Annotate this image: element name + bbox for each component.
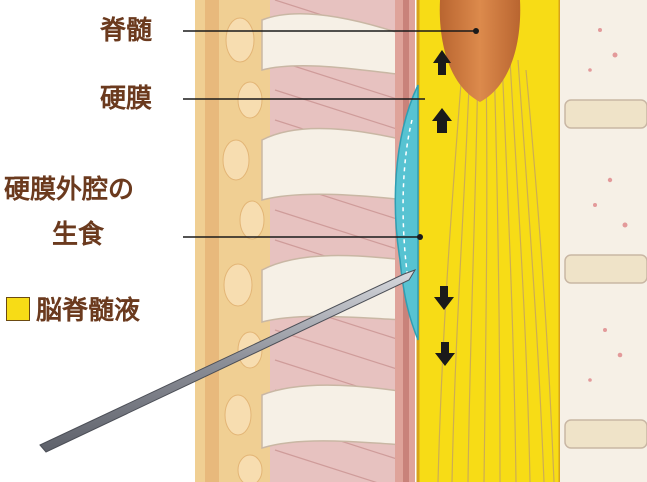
arrow-down-icon <box>435 342 455 366</box>
arrow-up-icon <box>433 50 451 75</box>
label-dura-mater: 硬膜 <box>100 84 153 114</box>
arrow-up-icon <box>432 108 452 133</box>
spinous-processes <box>261 13 406 450</box>
pointer-epidural-dot <box>417 234 423 240</box>
label-epidural-line1: 硬膜外腔の <box>4 175 135 205</box>
spinal-cord <box>439 0 521 102</box>
legend-csf-swatch <box>6 296 30 321</box>
saline-highlight <box>402 119 413 281</box>
fat-tissue <box>222 17 265 482</box>
label-epidural-line2: 生食 <box>52 220 105 250</box>
epidural-saline <box>394 84 419 341</box>
csf-space <box>418 0 560 482</box>
needle <box>39 269 417 453</box>
arrow-down-icon <box>434 286 454 310</box>
legend-csf-text: 脳脊髄液 <box>36 296 141 326</box>
intervertebral-discs <box>564 99 647 449</box>
bone-speckles <box>588 28 628 382</box>
label-spinal-cord: 脊髄 <box>100 16 153 46</box>
vertebral-column <box>560 0 647 482</box>
skin-edge <box>205 0 219 482</box>
legend-csf: 脳脊髄液 <box>6 290 140 327</box>
nerve-fibers <box>437 59 555 482</box>
pointer-spinal-cord-dot <box>473 28 479 34</box>
